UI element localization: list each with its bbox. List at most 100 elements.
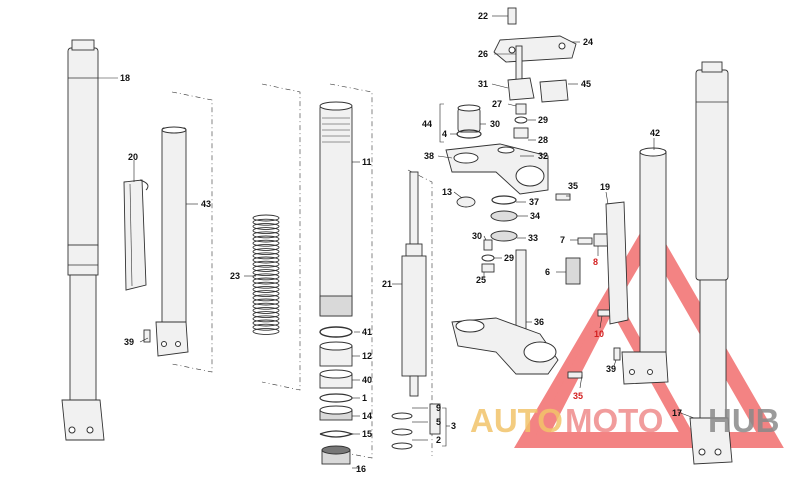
label-22: 22 (478, 11, 488, 21)
spring-23 (252, 214, 280, 335)
label-3: 3 (451, 421, 456, 431)
label-24: 24 (583, 37, 593, 47)
label-27: 27 (492, 99, 502, 109)
ring-41 (319, 326, 353, 338)
label-18: 18 (120, 73, 130, 83)
label-15: 15 (362, 429, 372, 439)
spring-coil (252, 231, 280, 239)
cartridge-21 (401, 171, 427, 397)
spring-coil (252, 214, 280, 222)
part-30-lower (483, 239, 493, 251)
bolt-10 (597, 309, 611, 317)
watermark-word-hub: HUB (708, 402, 780, 439)
bolt-7 (577, 237, 593, 245)
bolt-39-left (143, 329, 151, 343)
spring-coil (252, 260, 280, 268)
steering-cap-44 (456, 104, 482, 139)
fork-guard-19 (605, 201, 629, 325)
outer-tube-42 (621, 147, 669, 385)
fork-leg-left-18 (61, 39, 105, 441)
bolt-39-right (613, 347, 621, 361)
part-27 (515, 103, 527, 115)
bearing-33 (490, 230, 518, 242)
bearing-34 (490, 210, 518, 222)
spring-coil (252, 227, 280, 235)
valve-parts (391, 403, 441, 450)
bracket-8 (593, 233, 609, 247)
clamp-31 (507, 77, 535, 101)
spring-coil (252, 239, 280, 247)
label-16: 16 (356, 464, 366, 474)
spring-coil (252, 294, 280, 302)
dashline-spring (261, 83, 301, 391)
spring-coil (252, 311, 280, 319)
washer-29-top (514, 116, 528, 124)
label-45: 45 (581, 79, 591, 89)
label-42: 42 (650, 128, 660, 138)
label-13: 13 (442, 187, 452, 197)
watermark-word-moto: MOTO (565, 402, 663, 439)
label-8: 8 (593, 257, 598, 267)
part-13 (456, 196, 476, 208)
bolt-26 (515, 45, 523, 81)
spring-coil (252, 273, 280, 281)
label-28: 28 (538, 135, 548, 145)
label-23: 23 (230, 271, 240, 281)
spring-coil (252, 281, 280, 289)
spring-coil (252, 269, 280, 277)
bolt-22 (507, 7, 517, 25)
washer-1 (319, 393, 353, 403)
label-30-lower: 30 (472, 231, 482, 241)
spring-coil (252, 256, 280, 264)
spring-coil (252, 235, 280, 243)
spring-coil (252, 323, 280, 331)
bolt-35-bottom (567, 371, 583, 379)
label-39-left: 39 (124, 337, 134, 347)
watermark-text: AUTO MOTO HUB (470, 402, 780, 439)
ring-37 (491, 195, 517, 205)
spring-coil (252, 302, 280, 310)
label-11: 11 (362, 157, 372, 167)
bottom-yoke-36 (451, 249, 559, 375)
spring-coil (252, 264, 280, 272)
part-labels: 18 20 43 23 39 11 41 12 40 1 14 15 16 21… (120, 11, 682, 474)
label-2: 2 (436, 435, 441, 445)
label-9: 9 (436, 403, 441, 413)
label-31: 31 (478, 79, 488, 89)
label-35-bottom: 35 (573, 391, 583, 401)
dashline-outer-tube (171, 91, 213, 373)
spring-coil (252, 298, 280, 306)
clip-15 (319, 430, 354, 438)
clamp-45 (539, 79, 569, 103)
reflector-6 (565, 257, 581, 285)
spring-coil (252, 243, 280, 251)
label-7: 7 (560, 235, 565, 245)
label-26: 26 (478, 49, 488, 59)
fork-guard-20 (123, 179, 149, 291)
label-29-lower: 29 (504, 253, 514, 263)
label-14: 14 (362, 411, 372, 421)
spring-coil (252, 319, 280, 327)
outer-tube-43 (155, 126, 189, 357)
top-yoke-38 (445, 143, 549, 195)
label-33: 33 (528, 233, 538, 243)
label-38: 38 (424, 151, 434, 161)
seal-stack (319, 326, 354, 465)
spring-coil (252, 285, 280, 293)
label-29-top: 29 (538, 115, 548, 125)
label-25: 25 (476, 275, 486, 285)
spring-coil (252, 315, 280, 323)
spring-coil (252, 277, 280, 285)
label-35-top: 35 (568, 181, 578, 191)
label-34: 34 (530, 211, 540, 221)
spring-coil (252, 327, 280, 335)
inner-tube-11 (319, 101, 353, 317)
label-36: 36 (534, 317, 544, 327)
washer-29-lower (481, 254, 495, 262)
label-10: 10 (594, 329, 604, 339)
label-39-right: 39 (606, 364, 616, 374)
leader-lines (98, 15, 695, 469)
label-6: 6 (545, 267, 550, 277)
label-1: 1 (362, 393, 367, 403)
